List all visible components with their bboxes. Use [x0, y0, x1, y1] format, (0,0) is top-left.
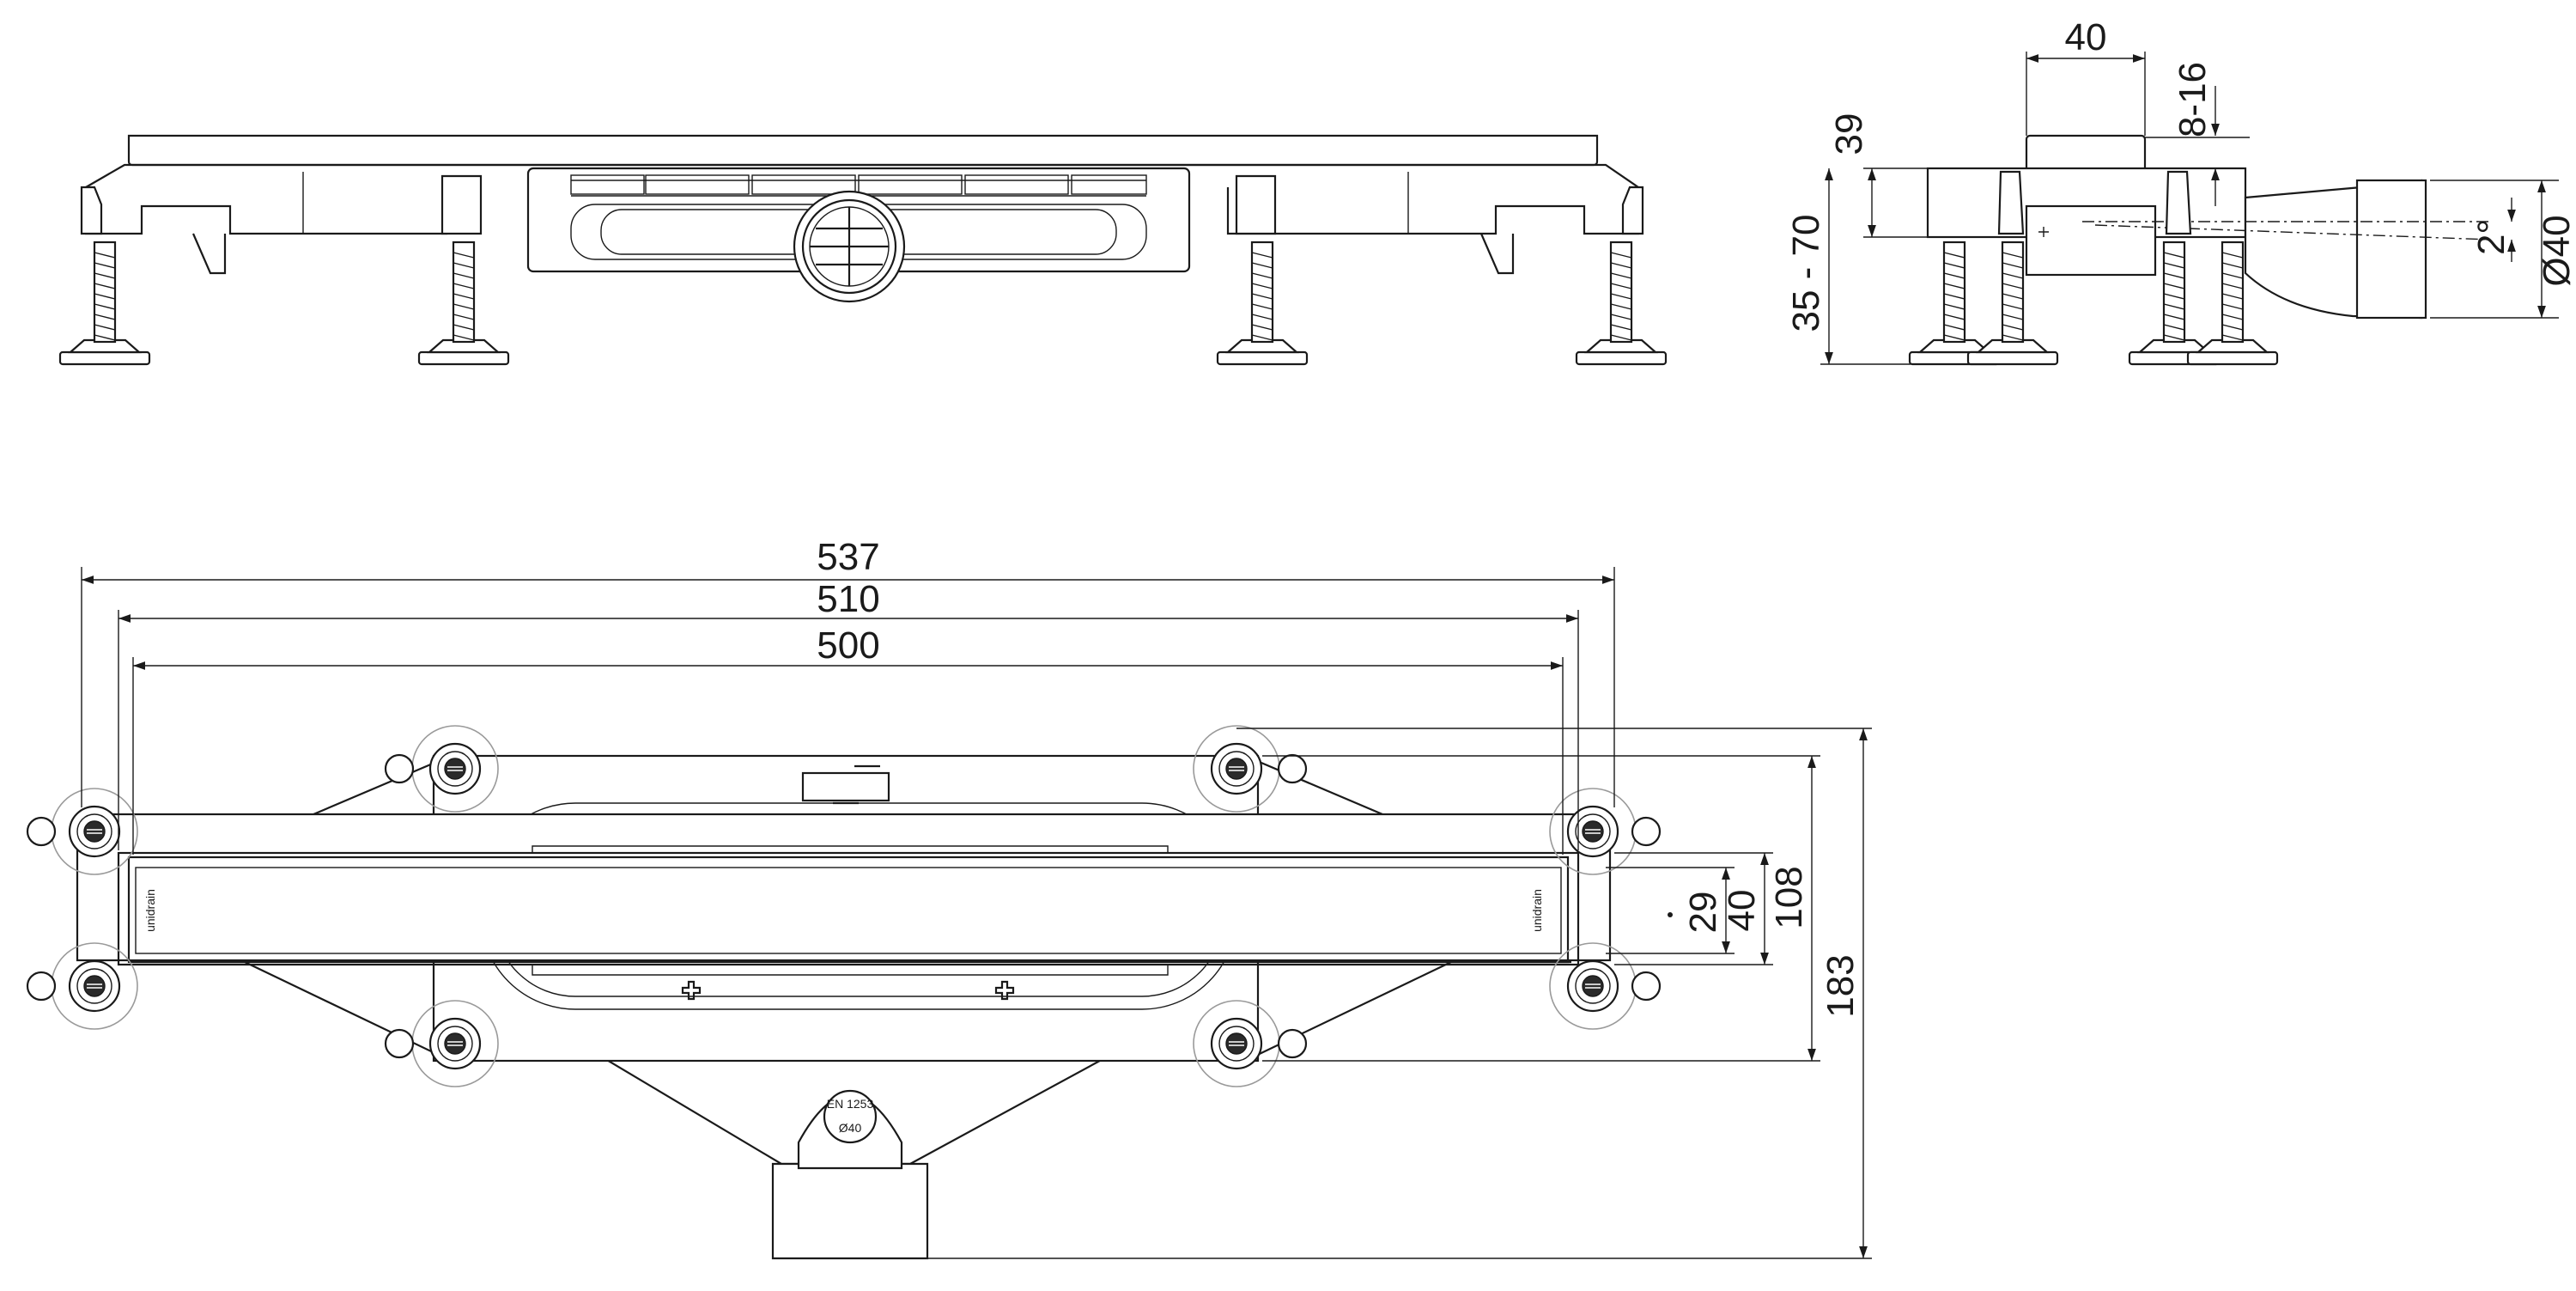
side-view [1908, 134, 2491, 366]
dim-frame-width: 108 [1768, 866, 1810, 929]
front-view [58, 134, 1668, 366]
dim-channel-width: 29 [1682, 892, 1724, 934]
dim-outlet-diameter: Ø40 [2536, 215, 2576, 286]
brand-engraving-left: unidrain [143, 889, 157, 932]
dim-grate-length: 500 [817, 624, 879, 667]
dim-top-width: 40 [2065, 16, 2107, 58]
dim-grate-width: 40 [1721, 890, 1763, 932]
brand-engraving-right: unidrain [1530, 889, 1544, 932]
dim-adjust-range: 8-16 [2172, 62, 2214, 137]
dim-frame-length: 510 [817, 578, 879, 620]
plan-view: unidrain unidrain EN 1253 Ø40 [26, 724, 1662, 1260]
dim-overall-length: 537 [817, 536, 879, 578]
dimension-lines [81, 52, 2559, 1259]
dimension-labels: 537 510 500 40 39 35 - 70 8-16 Ø40 2° 29… [817, 16, 2576, 1018]
dim-top-height: 39 [1828, 113, 1870, 155]
seal-engraving-top: EN 1253 [827, 1097, 874, 1111]
dim-slope: 2° [2470, 219, 2512, 255]
seal-engraving-bottom: Ø40 [839, 1121, 862, 1135]
dim-leg-height: 35 - 70 [1785, 215, 1827, 332]
dim-total-width: 183 [1820, 954, 1862, 1017]
